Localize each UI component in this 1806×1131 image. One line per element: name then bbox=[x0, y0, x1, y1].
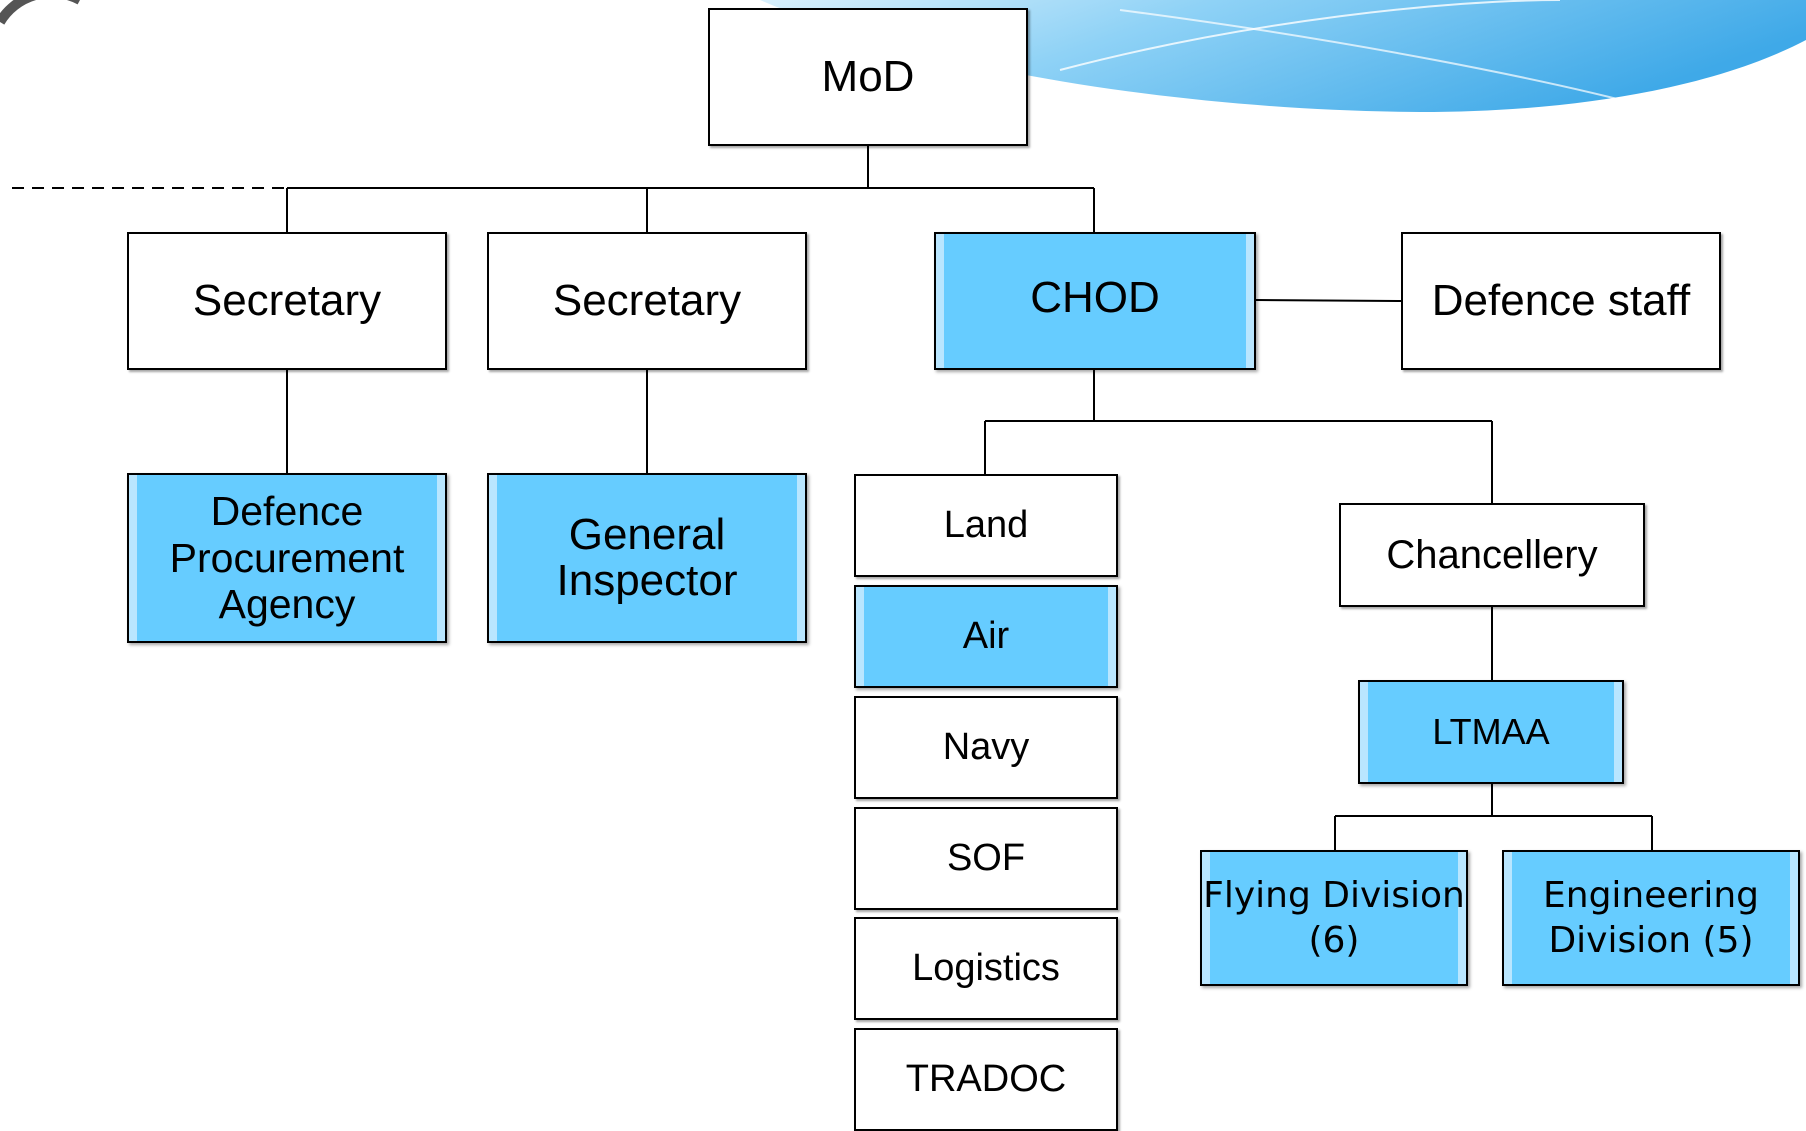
service-land-box: Land bbox=[854, 474, 1118, 577]
general-inspector-label: General Inspector bbox=[556, 509, 738, 605]
defence-procurement-agency-label: Defence Procurement Agency bbox=[169, 487, 405, 628]
defence-procurement-agency-box: Defence Procurement Agency bbox=[127, 473, 447, 643]
service-air-box: Air bbox=[854, 585, 1118, 688]
secretary-box-1: Secretary bbox=[127, 232, 447, 370]
chancellery-label: Chancellery bbox=[1386, 533, 1598, 577]
secretary-box-2: Secretary bbox=[487, 232, 807, 370]
flying-division-box: Flying Division (6) bbox=[1200, 850, 1468, 986]
service-navy-label: Navy bbox=[942, 725, 1030, 768]
engineering-division-label: Engineering Division (5) bbox=[1543, 875, 1759, 961]
chancellery-box: Chancellery bbox=[1339, 503, 1645, 607]
service-tradoc-label: TRADOC bbox=[905, 1057, 1067, 1100]
service-air-label: Air bbox=[962, 614, 1010, 657]
service-logistics-box: Logistics bbox=[854, 917, 1118, 1020]
flying-division-label: Flying Division (6) bbox=[1203, 875, 1465, 961]
general-inspector-box: General Inspector bbox=[487, 473, 807, 643]
chod-label: CHOD bbox=[1030, 272, 1160, 322]
defence-staff-box: Defence staff bbox=[1401, 232, 1721, 370]
ltmaa-label: LTMAA bbox=[1432, 711, 1550, 753]
secretary-label-1: Secretary bbox=[192, 275, 382, 325]
engineering-division-box: Engineering Division (5) bbox=[1502, 850, 1800, 986]
ltmaa-box: LTMAA bbox=[1358, 680, 1624, 784]
defence-staff-label: Defence staff bbox=[1431, 275, 1691, 325]
chod-box: CHOD bbox=[934, 232, 1256, 370]
mod-label: MoD bbox=[821, 51, 915, 101]
service-sof-label: SOF bbox=[946, 836, 1026, 879]
service-logistics-label: Logistics bbox=[912, 946, 1060, 989]
service-land-label: Land bbox=[943, 503, 1029, 546]
service-sof-box: SOF bbox=[854, 807, 1118, 910]
service-navy-box: Navy bbox=[854, 696, 1118, 799]
service-tradoc-box: TRADOC bbox=[854, 1028, 1118, 1131]
mod-box: MoD bbox=[708, 8, 1028, 146]
secretary-label-2: Secretary bbox=[552, 275, 742, 325]
